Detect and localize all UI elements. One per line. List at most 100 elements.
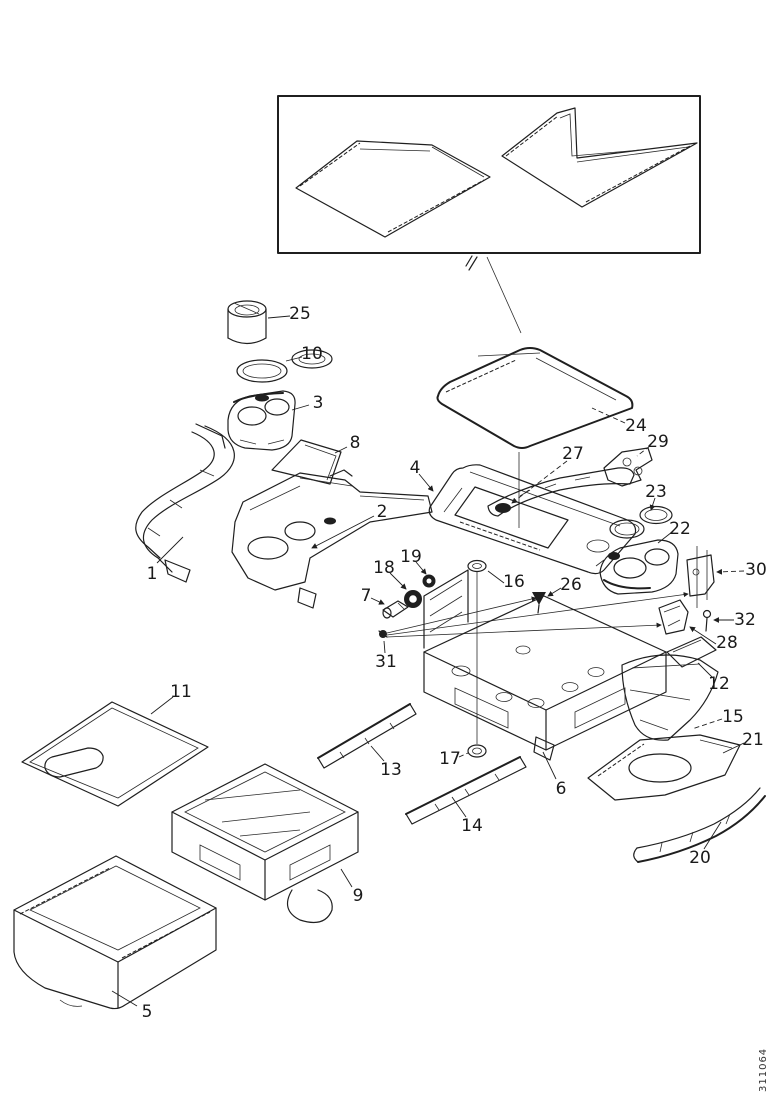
callout-leader-3 [291, 404, 310, 411]
part-11-lid [21, 701, 209, 807]
callout-leader-8 [334, 446, 348, 454]
callout-leader-1 [156, 536, 184, 564]
doc-number: 311064 [758, 1048, 769, 1092]
callout-leader-17 [458, 752, 469, 758]
callout-leader-9 [340, 868, 353, 888]
callout-leader-18 [389, 572, 407, 590]
callout-24: 24 [625, 416, 647, 436]
part-28-clip [658, 599, 689, 635]
callout-leader-11 [150, 696, 174, 715]
part-16-grommet [467, 559, 487, 744]
callout-27: 27 [562, 444, 584, 464]
inset-box [277, 95, 701, 334]
callout-leader-23 [649, 497, 656, 511]
callout-13: 13 [380, 760, 402, 780]
callout-12: 12 [708, 674, 730, 694]
part-23-rings [609, 505, 673, 539]
callout-10: 10 [301, 344, 323, 364]
part-19-gear [422, 574, 436, 588]
callout-leader-24 [591, 407, 626, 424]
callout-leader-19 [415, 561, 427, 575]
part-10-rings [236, 349, 333, 383]
part-31-screw [378, 592, 689, 638]
callout-28: 28 [716, 633, 738, 653]
part-30-bracket [686, 546, 715, 608]
callout-21: 21 [742, 730, 764, 750]
part-26-clip [532, 592, 546, 614]
callout-leader-27 [511, 460, 568, 504]
callout-leader-7 [370, 597, 385, 605]
callout-17: 17 [439, 749, 461, 769]
part-17-grommet [467, 744, 487, 758]
callout-leader-13 [370, 745, 385, 762]
callout-2: 2 [377, 502, 388, 522]
callout-19: 19 [400, 547, 422, 567]
part-9-tray-frame [171, 763, 359, 923]
callout-leader-21 [722, 742, 745, 754]
callout-30: 30 [745, 560, 767, 580]
callout-leader-12 [697, 662, 713, 678]
callout-leader-25 [267, 315, 291, 319]
callout-leader-10 [285, 356, 303, 362]
callout-15: 15 [722, 707, 744, 727]
callout-31: 31 [375, 652, 397, 672]
callout-3: 3 [313, 393, 324, 413]
callout-8: 8 [350, 433, 361, 453]
inset-connector-line [486, 256, 522, 334]
callout-1: 1 [147, 564, 158, 584]
callout-leader-6 [542, 751, 557, 780]
part-2-console-frame [231, 469, 433, 609]
part-20-rail [633, 787, 766, 863]
break-marks [465, 255, 478, 271]
callout-leader-29 [636, 445, 651, 457]
part-4-upper-plate [428, 464, 637, 575]
part-7-damper [382, 600, 409, 619]
callout-leader-15 [691, 718, 723, 730]
callout-leader-2 [311, 515, 375, 549]
callout-18: 18 [373, 558, 395, 578]
callout-20: 20 [689, 848, 711, 868]
callout-14: 14 [461, 816, 483, 836]
part-13-rail [317, 703, 417, 769]
callout-11: 11 [170, 682, 192, 702]
callout-leader-20 [703, 821, 722, 850]
callout-leader-28 [689, 626, 717, 645]
callout-16: 16 [503, 572, 525, 592]
part-6-base-platform [423, 569, 667, 761]
part-5-storage-bin [13, 855, 217, 1010]
callout-leader-31 [383, 640, 386, 654]
part-27-bracket [487, 467, 635, 517]
callout-29: 29 [647, 432, 669, 452]
part-18-gear [404, 590, 422, 608]
part-29-bracket [603, 447, 653, 487]
part-1-duct [135, 423, 235, 583]
part-15-side-panel [621, 654, 719, 741]
callout-26: 26 [560, 575, 582, 595]
callout-leader-5 [111, 990, 138, 1007]
callout-leader-26 [547, 587, 562, 597]
inset-left-panel [295, 140, 491, 238]
inset-right-panel [501, 107, 698, 208]
callout-6: 6 [556, 779, 567, 799]
callout-5: 5 [142, 1002, 153, 1022]
callout-32: 32 [734, 610, 756, 630]
part-12-plate [666, 636, 717, 668]
part-21-frame [587, 734, 741, 801]
callout-4: 4 [410, 458, 421, 478]
callout-22: 22 [669, 519, 691, 539]
callout-leader-30 [716, 568, 745, 575]
inset-frame [277, 95, 701, 254]
part-32-screw [702, 609, 712, 632]
callout-leader-14 [451, 796, 467, 818]
callout-leader-4 [418, 473, 434, 492]
part-3-cup-holder [227, 390, 296, 451]
part-22-cup-insert [595, 539, 679, 595]
callout-9: 9 [353, 886, 364, 906]
callout-23: 23 [645, 482, 667, 502]
part-24-lid-panel [436, 347, 634, 528]
part-14-rail [405, 756, 527, 825]
callout-leader-16 [487, 570, 505, 584]
